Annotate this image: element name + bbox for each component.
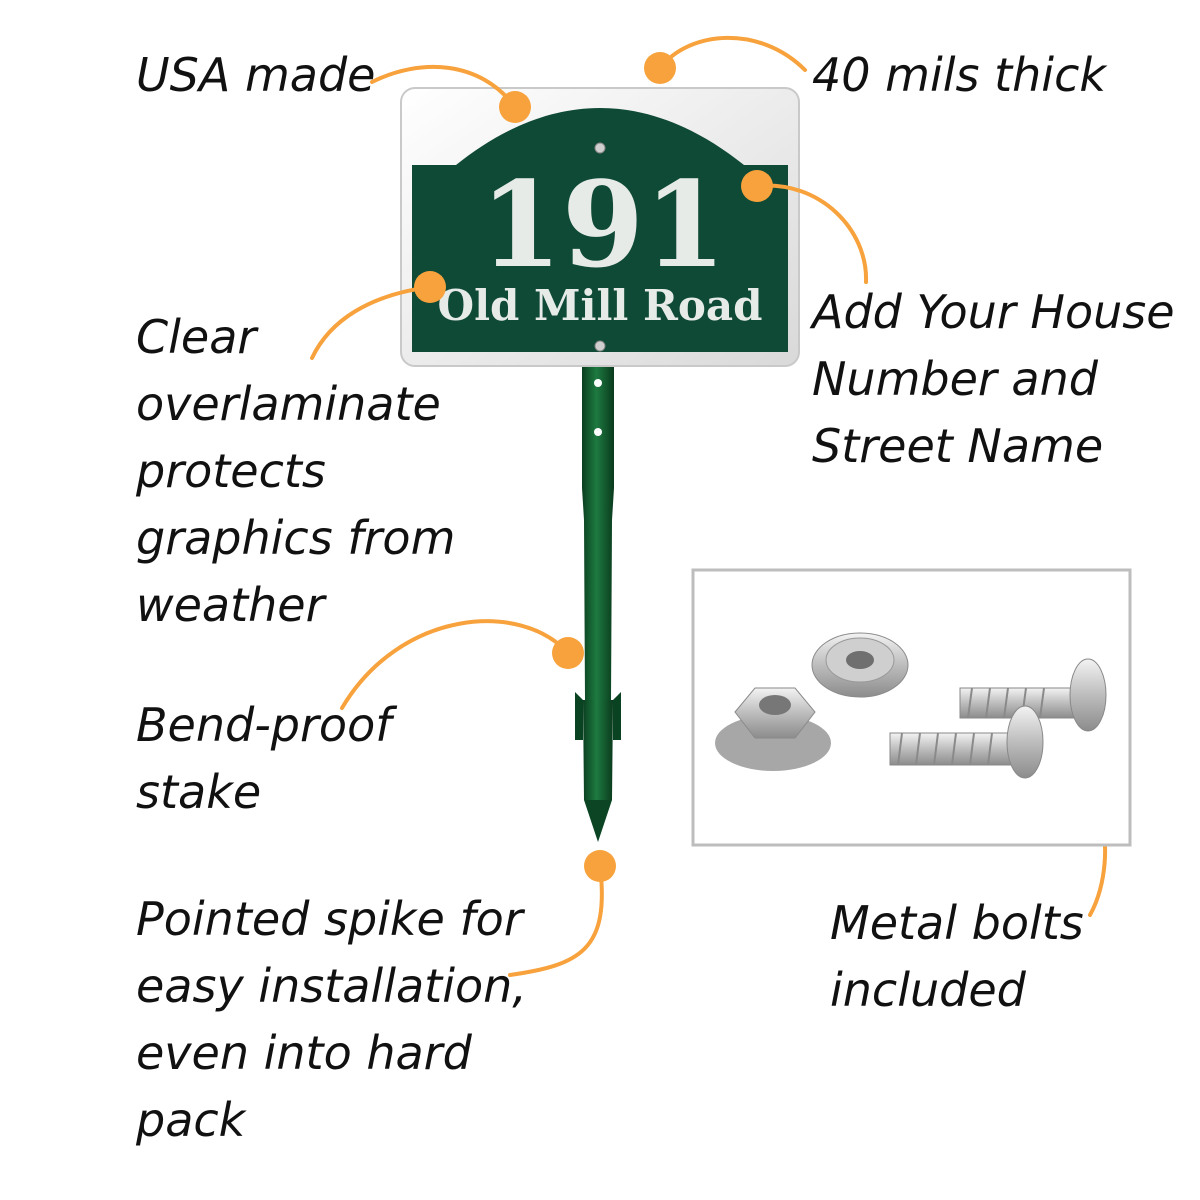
stake [575, 366, 621, 842]
callout-dot-overlaminate [414, 271, 446, 303]
label-thickness: 40 mils thick [812, 48, 1107, 102]
spike-tip [584, 800, 612, 842]
stake-hole [594, 379, 602, 387]
label-stake: Bend-proof stake [136, 698, 392, 819]
callout-dot-spike [584, 850, 616, 882]
callout-line-spike [508, 864, 604, 977]
callout-line-overlaminate [310, 285, 432, 360]
address-sign: 191 Old Mill Road [400, 87, 800, 367]
callout-dot-stake [552, 637, 584, 669]
flange-nut [811, 632, 909, 698]
callout-line-stake [340, 619, 570, 710]
hex-nut [715, 687, 831, 771]
sign-screw [594, 340, 606, 352]
callout-dot-usa [499, 91, 531, 123]
callout-lines [310, 35, 1107, 977]
label-usa-made: USA made [136, 48, 376, 102]
sign-screw [594, 142, 606, 154]
label-overlaminate: Clear overlaminate protects graphics fro… [136, 310, 456, 632]
callout-dot-custom [741, 170, 773, 202]
street-name: Old Mill Road [437, 281, 762, 330]
label-bolts: Metal bolts included [830, 896, 1084, 1017]
label-spike: Pointed spike for easy installation, eve… [136, 892, 527, 1147]
house-number: 191 [480, 155, 726, 294]
callout-line-usa [370, 64, 517, 109]
callout-line-custom [755, 183, 869, 284]
callout-dot-thickness [644, 52, 676, 84]
callout-line-thickness [658, 35, 807, 72]
bolt [889, 705, 1044, 779]
label-custom-text: Add Your House Number and Street Name [812, 285, 1175, 473]
stake-hole [594, 428, 602, 436]
hardware-bolts-image [691, 568, 1132, 847]
